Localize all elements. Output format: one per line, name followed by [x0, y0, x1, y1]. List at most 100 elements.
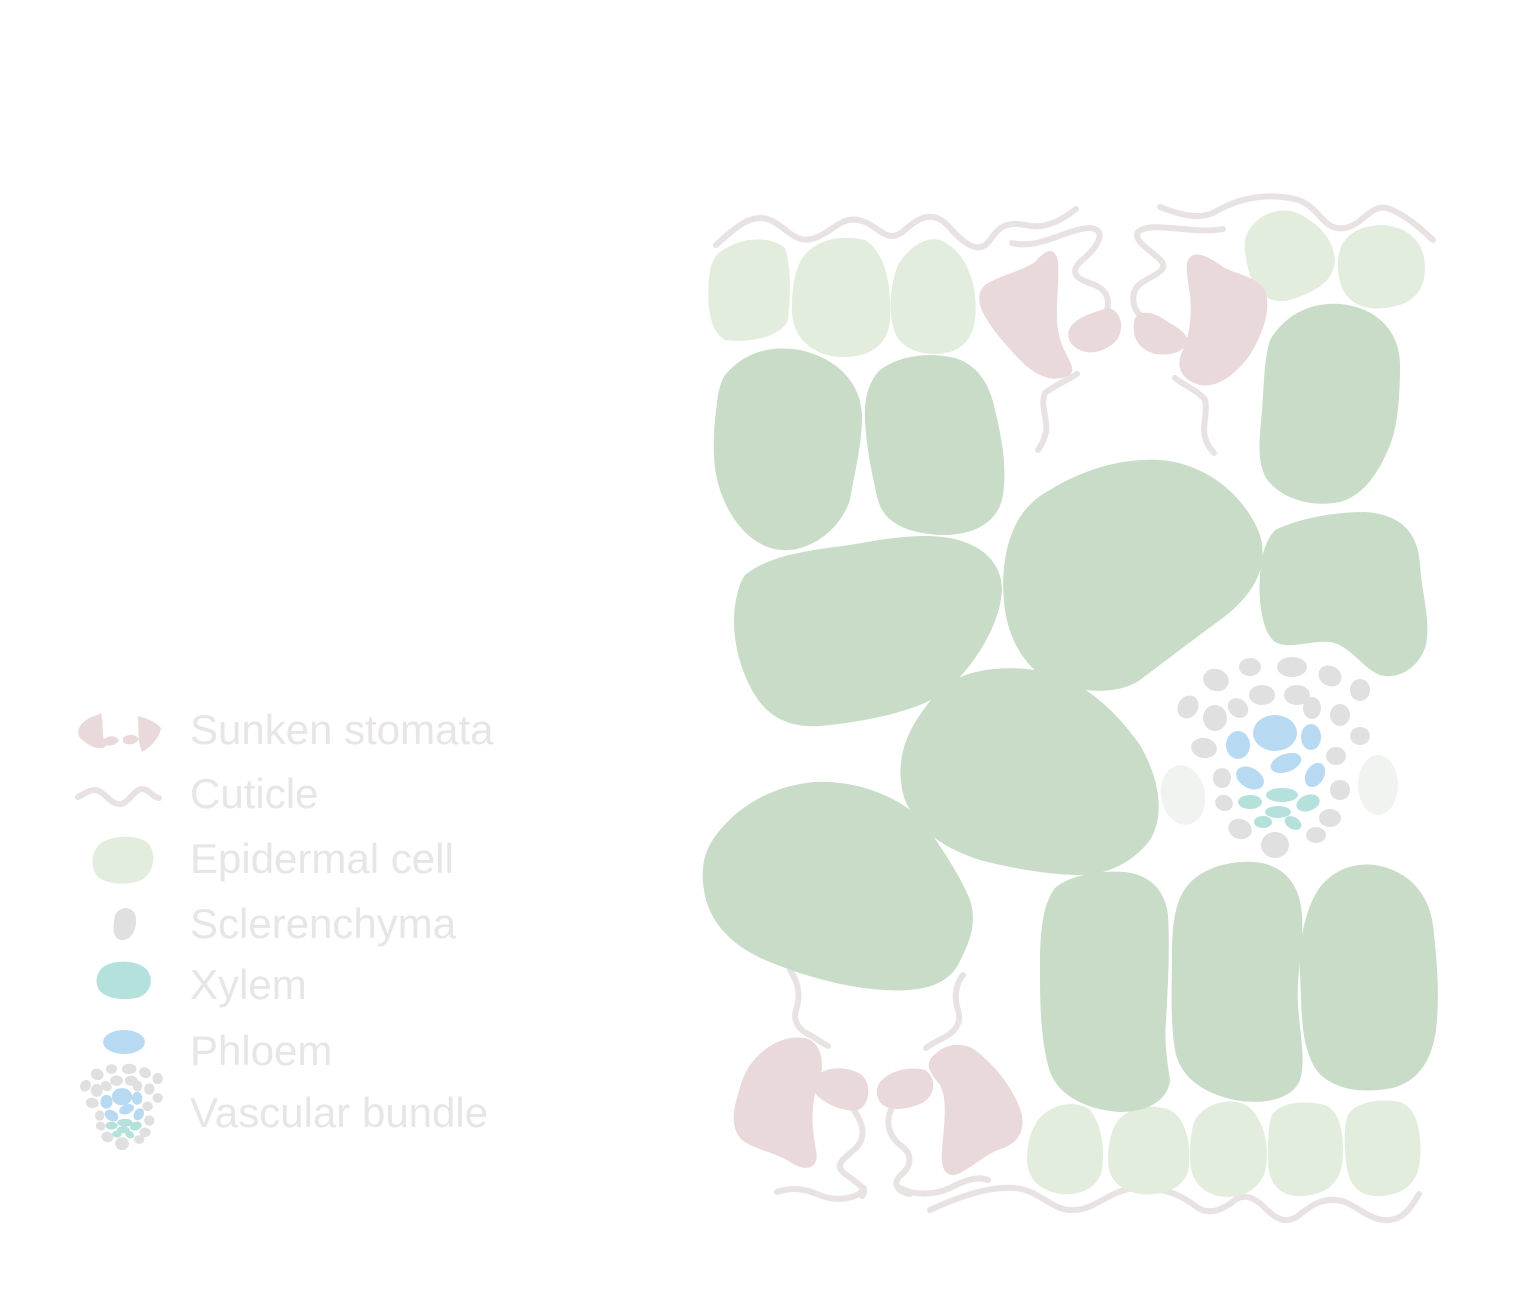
sclerenchyma-cell — [1303, 697, 1321, 719]
mesophyll-cell — [1171, 861, 1303, 1102]
xylem-cell — [125, 1130, 135, 1139]
cuticle-top-right — [1157, 193, 1436, 243]
stoma-channel-top-left — [1035, 371, 1080, 453]
sclerenchyma-cell — [1330, 704, 1350, 726]
epidermal-cell — [1108, 1106, 1190, 1195]
phloem-cell — [1301, 724, 1321, 750]
phloem-cell — [100, 1094, 113, 1109]
sclerenchyma-cell — [105, 1064, 118, 1074]
upper-epidermis — [708, 210, 1425, 358]
stoma-guard-cell — [1133, 312, 1188, 355]
xylem-cell — [1265, 806, 1291, 818]
mesophyll-cell — [1259, 303, 1400, 504]
sclerenchyma-cell — [1177, 695, 1199, 719]
xylem-cell — [117, 1118, 133, 1127]
phloem-cell — [1304, 762, 1326, 788]
sclerenchyma-cell — [95, 1121, 106, 1131]
epidermal-cell-icon — [92, 836, 154, 884]
sclerenchyma-cell — [1318, 665, 1342, 687]
mesophyll-cell — [713, 348, 862, 551]
legend-item-vascular: Vascular bundle — [80, 1063, 488, 1151]
xylem-cell — [1254, 816, 1272, 828]
sclerenchyma-cell — [1213, 768, 1231, 788]
sclerenchyma-cell — [101, 1131, 114, 1143]
legend-label-sclerenchyma: Sclerenchyma — [190, 900, 457, 947]
epidermal-cell — [1244, 210, 1335, 302]
legend-item-cuticle: Cuticle — [75, 770, 318, 817]
xylem-cell — [129, 1121, 142, 1131]
mesophyll-cell — [702, 781, 973, 991]
epidermal-cell — [1027, 1104, 1104, 1195]
stoma-guard-cell — [1179, 254, 1268, 386]
mesophyll-cell — [1299, 864, 1438, 1091]
sclerenchyma-cell — [144, 1115, 155, 1126]
mesophyll-cell — [1259, 512, 1428, 677]
phloem-cell — [1253, 715, 1297, 751]
cuticle-stoma-bottom-left — [774, 1185, 867, 1202]
sclerenchyma-cell — [85, 1097, 99, 1109]
phloem-cell — [111, 1088, 133, 1106]
mesophyll-cell — [1003, 459, 1263, 691]
sclerenchyma-cell — [152, 1072, 163, 1085]
stoma-channel-bottom-right — [923, 972, 966, 1051]
mesophyll-cell — [734, 535, 1002, 727]
sclerenchyma-cell — [115, 1137, 129, 1151]
xylem-cell — [112, 1130, 122, 1138]
cuticle-top-left — [713, 206, 1079, 251]
sclerenchyma-cell — [110, 1075, 123, 1086]
cuticle-lines — [713, 193, 1436, 1224]
legend: Sunken stomata Cuticle Epidermal cell Sc… — [75, 706, 494, 1151]
sclerenchyma-cell — [152, 1093, 163, 1103]
legend-label-stomata: Sunken stomata — [190, 706, 494, 753]
legend-item-stomata: Sunken stomata — [78, 706, 494, 753]
vascular-bundle — [1160, 657, 1398, 858]
sclerenchyma-cell — [139, 1067, 151, 1079]
epidermal-cell — [708, 239, 790, 341]
sclerenchyma-cell — [80, 1079, 91, 1092]
stoma-wall-bottom-left — [836, 1102, 867, 1199]
epidermal-cell — [1344, 1100, 1421, 1197]
stoma-wall-bottom-right — [885, 1105, 913, 1197]
sclerenchyma-cell — [121, 1063, 137, 1075]
legend-label-xylem: Xylem — [190, 961, 307, 1008]
sunken-stomata — [733, 251, 1268, 1176]
sclerenchyma-cell — [1350, 727, 1370, 745]
phloem-cell — [1270, 752, 1302, 774]
stomata-icon — [78, 713, 161, 752]
phloem-cell — [1236, 766, 1264, 790]
phloem-cell — [131, 1091, 143, 1105]
sclerenchyma-cell — [142, 1101, 153, 1112]
xylem-cell — [1284, 816, 1302, 830]
mesophyll-cell — [900, 668, 1159, 875]
sclerenchyma-cell — [1330, 780, 1350, 800]
phloem-cell — [119, 1104, 135, 1115]
xylem-icon — [96, 961, 151, 1000]
sclerenchyma-cell — [1203, 668, 1229, 692]
stoma-channel-top-right — [1172, 375, 1217, 456]
sclerenchyma-cell — [1228, 818, 1252, 840]
sclerenchyma-cell — [94, 1110, 105, 1121]
sclerenchyma-cell — [1326, 747, 1346, 765]
phloem-icon — [103, 1030, 145, 1054]
sclerenchyma-cell — [1203, 705, 1227, 731]
xylem-cell — [1238, 795, 1262, 809]
xylem-cell — [105, 1121, 118, 1130]
mesophyll-cell — [864, 355, 1005, 536]
phloem-cell — [104, 1109, 119, 1122]
legend-label-cuticle: Cuticle — [190, 770, 318, 817]
legend-label-epidermal: Epidermal cell — [190, 835, 454, 882]
stoma-channel-bottom-left — [787, 967, 831, 1049]
sclerenchyma-cell — [1227, 698, 1249, 718]
sclerenchyma-cell — [1239, 658, 1261, 676]
legend-item-sclerenchyma: Sclerenchyma — [113, 900, 457, 947]
sclerenchyma-cell — [90, 1068, 104, 1081]
stoma-wall-top-left — [1009, 225, 1111, 318]
legend-item-epidermal: Epidermal cell — [92, 835, 454, 884]
legend-item-xylem: Xylem — [96, 961, 307, 1008]
cuticle-stoma-bottom-right — [897, 1175, 991, 1197]
phloem-cell — [133, 1108, 145, 1121]
epidermal-cell — [890, 239, 976, 354]
phloem-cell — [1226, 731, 1250, 759]
stoma-guard-cell — [813, 1068, 869, 1111]
cuticle-icon — [75, 785, 162, 808]
